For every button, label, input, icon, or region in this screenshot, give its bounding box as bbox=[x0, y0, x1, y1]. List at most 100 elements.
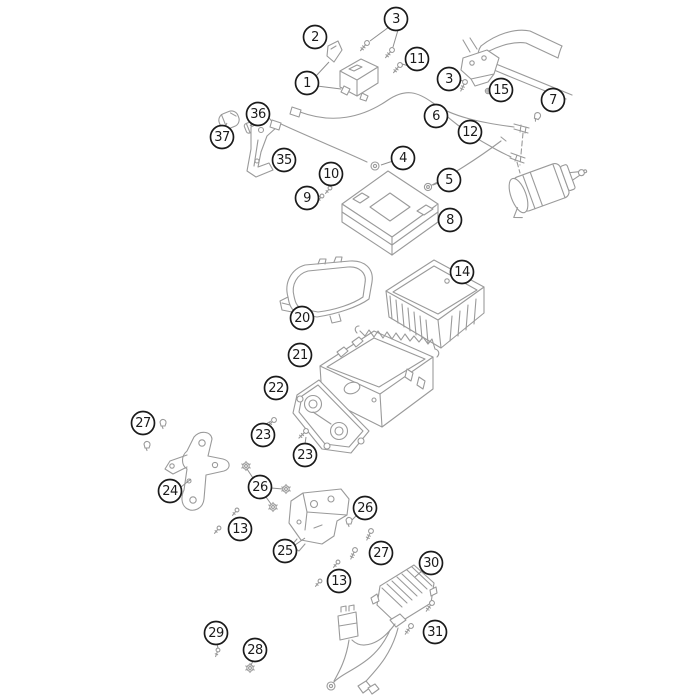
clip-fastener bbox=[533, 112, 542, 122]
svg-text:3: 3 bbox=[392, 12, 400, 27]
callout-21[interactable]: 21 bbox=[287, 342, 313, 368]
screw-fastener bbox=[324, 185, 333, 194]
svg-text:29: 29 bbox=[208, 626, 224, 641]
svg-text:27: 27 bbox=[373, 546, 389, 561]
clip-fastener bbox=[143, 440, 151, 452]
callout-9[interactable]: 9 bbox=[294, 185, 320, 211]
callout-15[interactable]: 15 bbox=[488, 77, 514, 103]
bolt-fastener bbox=[404, 623, 414, 635]
leader-line bbox=[294, 537, 306, 546]
callout-14[interactable]: 14 bbox=[449, 259, 475, 285]
bolt-fastener bbox=[393, 62, 403, 74]
nut-fastener bbox=[268, 501, 278, 513]
clip-fastener bbox=[159, 418, 167, 430]
nut-fastener bbox=[245, 662, 255, 674]
callout-2[interactable]: 2 bbox=[302, 24, 328, 50]
callout-22[interactable]: 22 bbox=[263, 375, 289, 401]
screw-fastener bbox=[332, 559, 341, 568]
svg-text:6: 6 bbox=[432, 109, 440, 124]
callout-1[interactable]: 1 bbox=[294, 70, 320, 96]
callout-23[interactable]: 23 bbox=[292, 442, 318, 468]
callout-35[interactable]: 35 bbox=[271, 147, 297, 173]
callout-7[interactable]: 7 bbox=[540, 87, 566, 113]
nut-fastener bbox=[281, 483, 291, 495]
mounting-plate bbox=[292, 379, 370, 454]
bolt-fastener bbox=[349, 547, 358, 560]
svg-text:20: 20 bbox=[294, 311, 310, 326]
bolt-fastener bbox=[298, 428, 309, 439]
callout-11[interactable]: 11 bbox=[404, 46, 430, 72]
callout-25[interactable]: 25 bbox=[272, 538, 298, 564]
callout-13[interactable]: 13 bbox=[326, 568, 352, 594]
leader-line bbox=[265, 496, 272, 505]
callout-26[interactable]: 26 bbox=[352, 495, 378, 521]
svg-text:26: 26 bbox=[357, 501, 373, 516]
svg-text:7: 7 bbox=[549, 93, 557, 108]
clip-fastener bbox=[345, 516, 353, 528]
callout-30[interactable]: 30 bbox=[418, 550, 444, 576]
relay-rubber-strap bbox=[326, 40, 343, 63]
starter-cables bbox=[269, 92, 530, 192]
callout-3[interactable]: 3 bbox=[436, 66, 462, 92]
svg-text:25: 25 bbox=[277, 544, 293, 559]
nut-fastener bbox=[241, 460, 251, 472]
svg-text:1: 1 bbox=[303, 76, 311, 91]
screw-fastener bbox=[231, 507, 240, 516]
svg-text:13: 13 bbox=[232, 522, 248, 537]
svg-text:21: 21 bbox=[292, 348, 308, 363]
callout-23[interactable]: 23 bbox=[250, 422, 276, 448]
callout-24[interactable]: 24 bbox=[157, 478, 183, 504]
svg-text:36: 36 bbox=[250, 107, 266, 122]
svg-text:2: 2 bbox=[311, 30, 319, 45]
svg-text:4: 4 bbox=[399, 151, 407, 166]
callout-28[interactable]: 28 bbox=[242, 637, 268, 663]
handlebar-brake-assembly bbox=[460, 29, 573, 100]
starter-motor bbox=[508, 163, 588, 219]
callout-6[interactable]: 6 bbox=[423, 103, 449, 129]
leader-line bbox=[392, 29, 399, 48]
callout-26[interactable]: 26 bbox=[247, 474, 273, 500]
bolt-fastener bbox=[360, 40, 370, 52]
leader-line bbox=[315, 61, 330, 77]
svg-text:26: 26 bbox=[252, 480, 268, 495]
bolt-fastener bbox=[385, 47, 395, 59]
starter-relay bbox=[339, 58, 379, 102]
callout-13[interactable]: 13 bbox=[227, 516, 253, 542]
callout-20[interactable]: 20 bbox=[289, 305, 315, 331]
callout-10[interactable]: 10 bbox=[318, 161, 344, 187]
wiring-harness bbox=[326, 604, 399, 695]
screw-fastener bbox=[314, 578, 323, 587]
svg-text:11: 11 bbox=[409, 52, 425, 67]
svg-text:27: 27 bbox=[135, 416, 151, 431]
callout-5[interactable]: 5 bbox=[436, 167, 462, 193]
callout-37[interactable]: 37 bbox=[209, 124, 235, 150]
leader-line bbox=[246, 468, 254, 479]
svg-text:8: 8 bbox=[446, 213, 454, 228]
svg-text:14: 14 bbox=[454, 265, 470, 280]
leader-line bbox=[180, 478, 192, 488]
svg-text:12: 12 bbox=[462, 125, 478, 140]
svg-text:37: 37 bbox=[214, 130, 230, 145]
svg-text:35: 35 bbox=[276, 153, 292, 168]
svg-text:9: 9 bbox=[303, 191, 311, 206]
callout-29[interactable]: 29 bbox=[203, 620, 229, 646]
svg-text:28: 28 bbox=[247, 643, 263, 658]
svg-text:15: 15 bbox=[493, 83, 509, 98]
callout-31[interactable]: 31 bbox=[422, 619, 448, 645]
svg-text:13: 13 bbox=[331, 574, 347, 589]
callout-12[interactable]: 12 bbox=[457, 119, 483, 145]
callout-36[interactable]: 36 bbox=[245, 101, 271, 127]
callout-27[interactable]: 27 bbox=[368, 540, 394, 566]
svg-text:24: 24 bbox=[162, 484, 178, 499]
battery bbox=[341, 170, 439, 256]
leader-line bbox=[316, 85, 342, 90]
callout-4[interactable]: 4 bbox=[390, 145, 416, 171]
callout-8[interactable]: 8 bbox=[437, 207, 463, 233]
callout-3[interactable]: 3 bbox=[383, 6, 409, 32]
callout-27[interactable]: 27 bbox=[130, 410, 156, 436]
bolt-fastener bbox=[425, 600, 435, 612]
screw-fastener bbox=[214, 647, 221, 658]
svg-text:23: 23 bbox=[297, 448, 313, 463]
